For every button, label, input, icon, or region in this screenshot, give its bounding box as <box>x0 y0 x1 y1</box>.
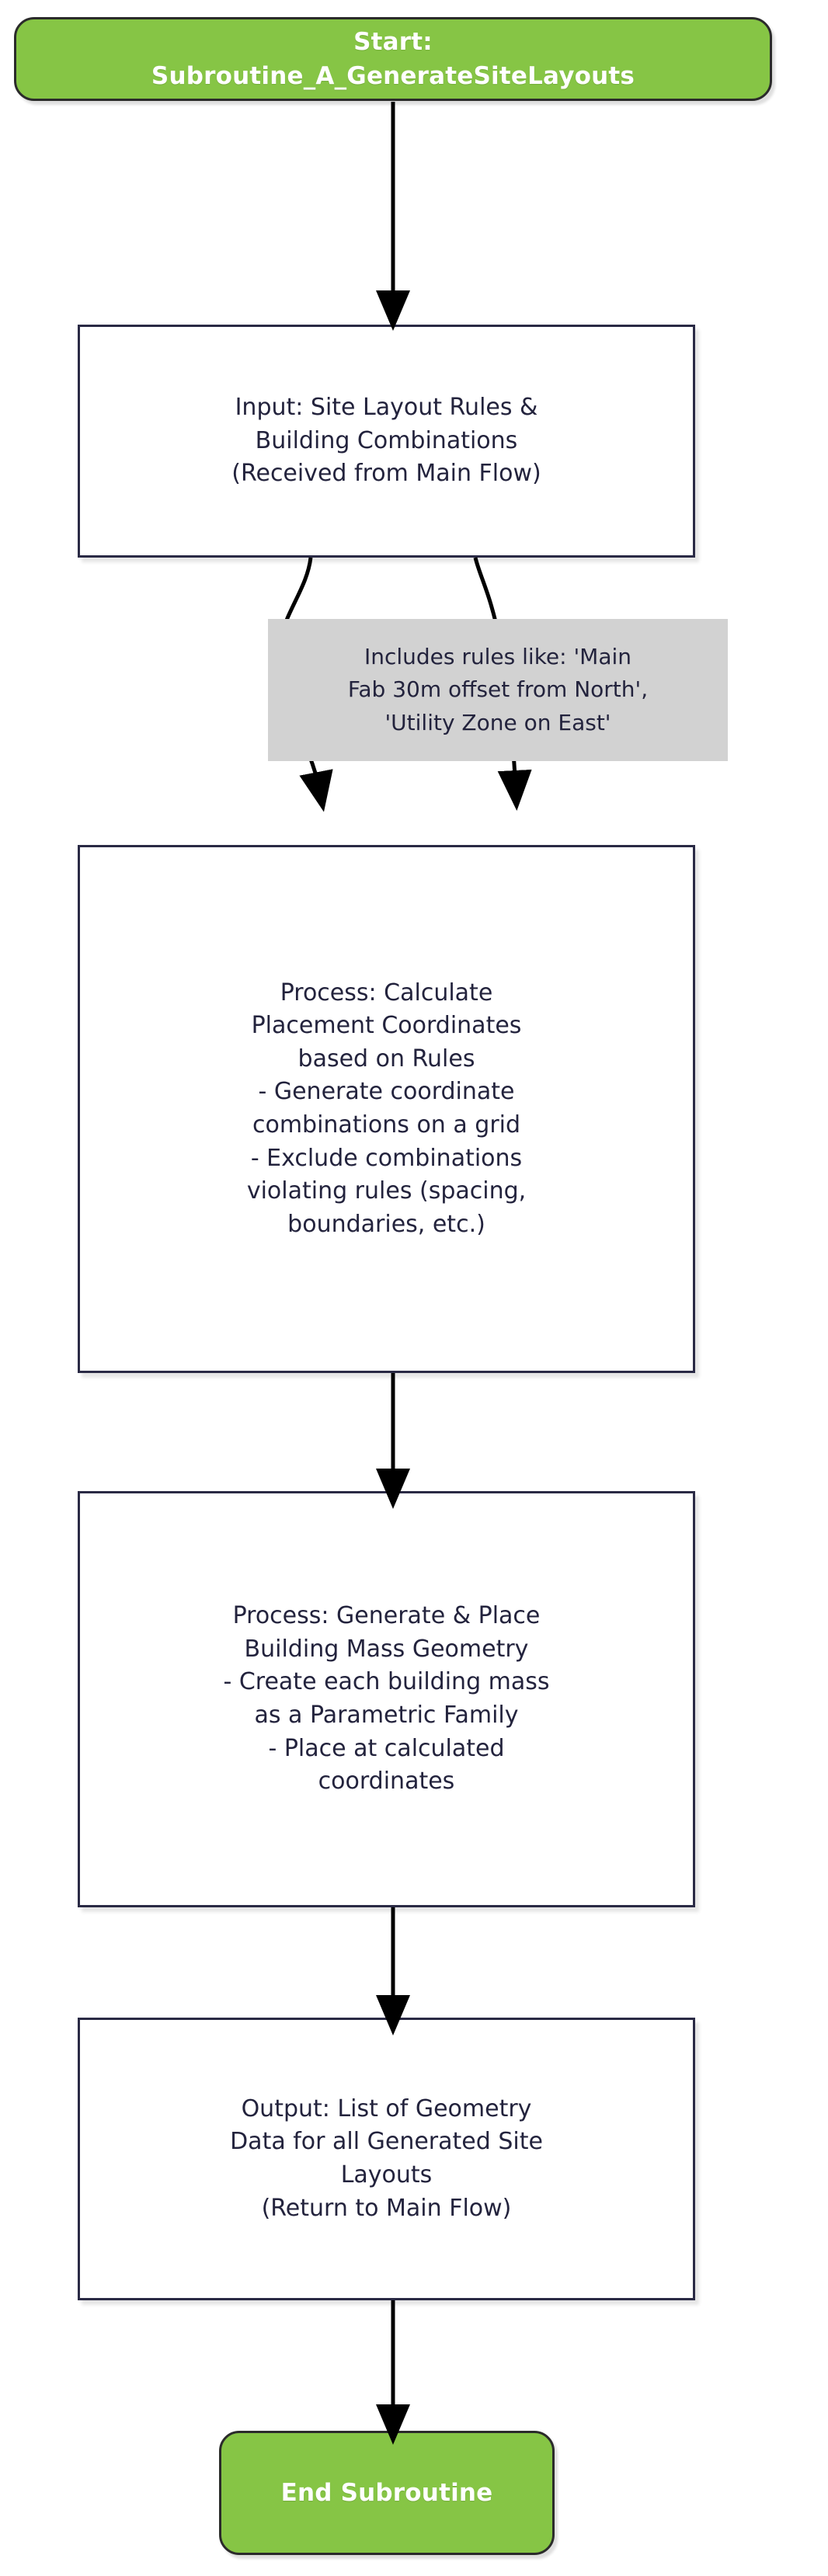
node-output-label: Output: List of Geometry Data for all Ge… <box>230 2095 543 2222</box>
node-end-label: End Subroutine <box>280 2478 493 2507</box>
node-note[interactable]: Includes rules like: 'Main Fab 30m offse… <box>268 619 728 761</box>
node-process-coordinates-label: Process: Calculate Placement Coordinates… <box>246 979 527 1238</box>
node-end[interactable]: End Subroutine <box>219 2431 555 2555</box>
node-input-label: Input: Site Layout Rules & Building Comb… <box>231 394 541 488</box>
node-process-geometry-label: Process: Generate & Place Building Mass … <box>223 1602 550 1796</box>
node-input[interactable]: Input: Site Layout Rules & Building Comb… <box>78 325 695 558</box>
node-process-geometry[interactable]: Process: Generate & Place Building Mass … <box>78 1491 695 1907</box>
node-start-label: Start: Subroutine_A_GenerateSiteLayouts <box>151 27 635 90</box>
node-output[interactable]: Output: List of Geometry Data for all Ge… <box>78 2018 695 2300</box>
node-note-label: Includes rules like: 'Main Fab 30m offse… <box>347 643 649 735</box>
node-process-coordinates[interactable]: Process: Calculate Placement Coordinates… <box>78 845 695 1373</box>
node-start[interactable]: Start: Subroutine_A_GenerateSiteLayouts <box>14 17 772 101</box>
